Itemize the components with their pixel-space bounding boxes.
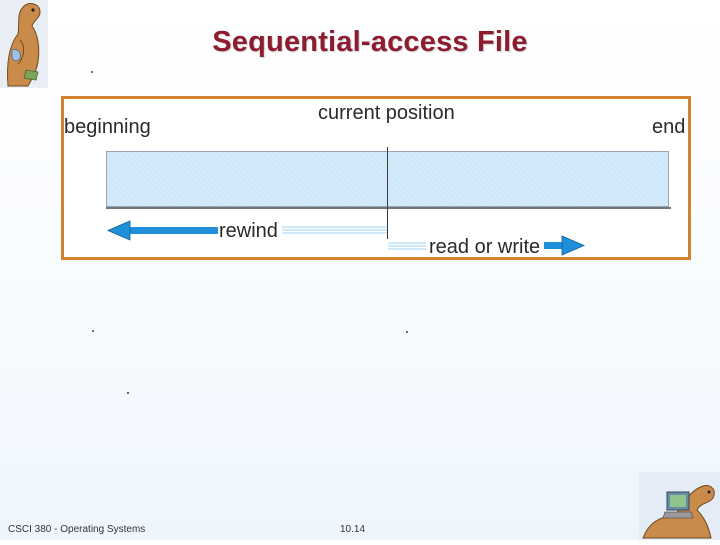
sequential-access-diagram: beginning current position end rewind re…	[61, 96, 691, 260]
dinosaur-computer-logo-icon	[639, 472, 720, 540]
dinosaur-logo-icon	[0, 0, 48, 88]
arrows-layer	[64, 99, 688, 257]
label-rewind: rewind	[219, 220, 278, 243]
slide-title: Sequential-access File	[140, 26, 600, 59]
footer-page-number: 10.14	[340, 524, 365, 535]
speck-dot	[91, 71, 93, 73]
footer-course: CSCI 380 - Operating Systems	[8, 524, 145, 535]
speck-dot	[127, 392, 130, 395]
label-read-or-write: read or write	[429, 236, 540, 259]
speck-dot	[92, 330, 94, 332]
speck-dot	[406, 331, 409, 334]
